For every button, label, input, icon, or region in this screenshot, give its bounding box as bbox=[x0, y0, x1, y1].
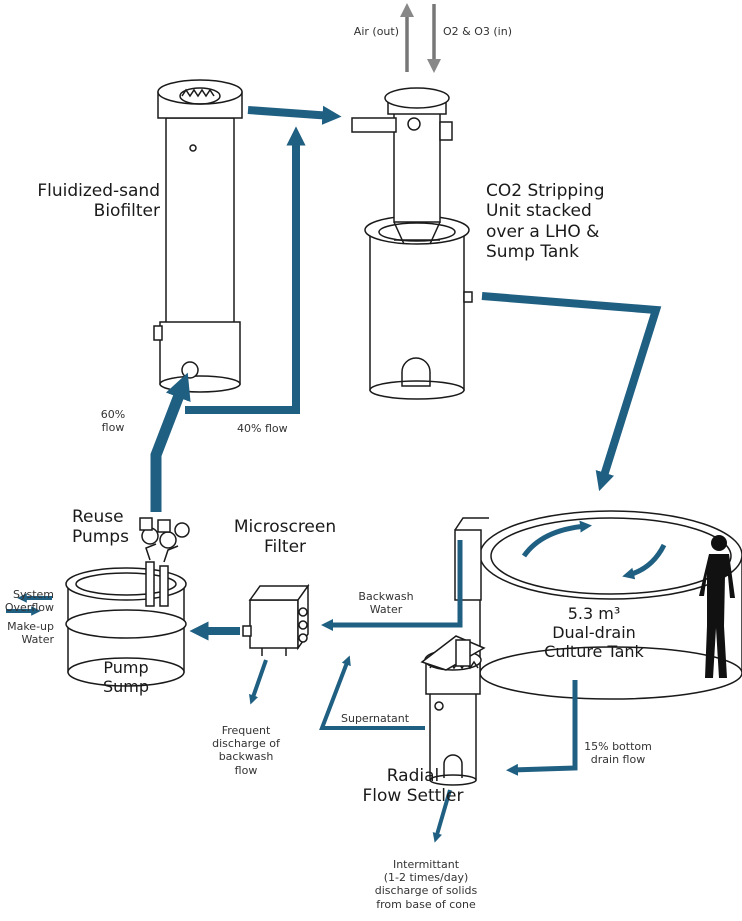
microscreen-filter bbox=[242, 583, 310, 656]
flow-40-label: 40% flow bbox=[237, 422, 288, 435]
sump-to-tank-line bbox=[481, 292, 662, 492]
reuse-pumps-label: Reuse Pumps bbox=[72, 507, 129, 548]
makeup-water-label: Make-up Water bbox=[7, 620, 54, 647]
biofilter-to-stripper-line bbox=[247, 105, 342, 125]
culture-tank bbox=[454, 510, 742, 700]
biofilter-label: Fluidized-sand Biofilter bbox=[37, 181, 160, 222]
backwash-discharge-label: Frequent discharge of backwash flow bbox=[212, 724, 280, 777]
flow-60-label: 60% flow bbox=[100, 408, 126, 435]
flow-60-line bbox=[150, 372, 191, 512]
system-overflow-label: System Overflow bbox=[4, 588, 54, 615]
bottom-drain-label: 15% bottom drain flow bbox=[584, 740, 652, 767]
bottom-drain-line bbox=[506, 680, 578, 776]
solids-discharge-line bbox=[432, 789, 452, 843]
co2-stripping-unit bbox=[351, 87, 473, 400]
person-silhouette-icon bbox=[699, 535, 735, 678]
flow-40-line bbox=[185, 126, 306, 414]
radial-flow-settler bbox=[420, 635, 486, 786]
rotation-arrows bbox=[521, 520, 667, 580]
biofilter-vessel bbox=[153, 79, 243, 393]
air-out-label: Air (out) bbox=[353, 25, 399, 38]
culture-tank-label: 5.3 m³ Dual-drain Culture Tank bbox=[544, 604, 644, 662]
pump-sump-label: Pump Sump bbox=[102, 658, 150, 697]
reuse-pumps bbox=[139, 517, 190, 607]
solids-discharge-label: Intermittant (1-2 times/day) discharge o… bbox=[374, 858, 478, 911]
backwash-water-label: Backwash Water bbox=[358, 590, 414, 617]
microscreen-filter-label: Microscreen Filter bbox=[233, 517, 337, 558]
supernatant-label: Supernatant bbox=[341, 712, 410, 725]
supernatant-line bbox=[319, 655, 425, 730]
o2-o3-in-label: O2 & O3 (in) bbox=[443, 25, 512, 38]
co2-stripping-label: CO2 Stripping Unit stacked over a LHO & … bbox=[486, 181, 605, 263]
radial-flow-settler-label: Radial Flow Settler bbox=[362, 766, 464, 807]
backwash-water-line bbox=[320, 540, 463, 632]
backwash-discharge-line bbox=[249, 659, 268, 705]
